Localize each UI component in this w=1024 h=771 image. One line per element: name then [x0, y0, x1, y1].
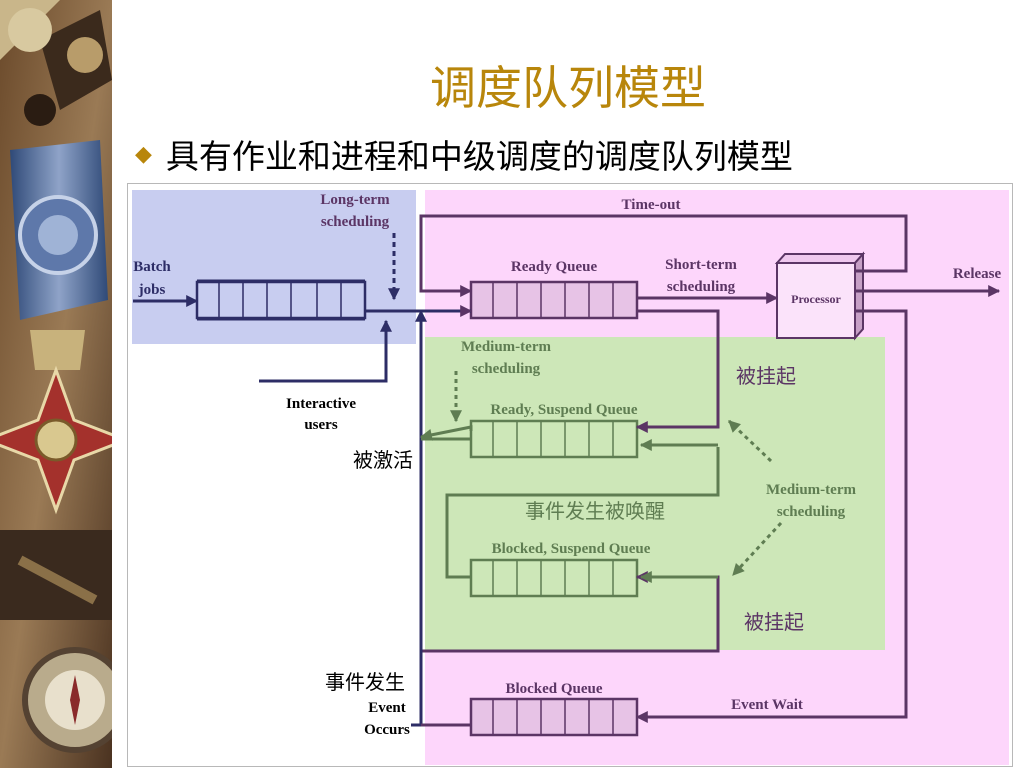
- processor-label: Processor: [791, 292, 841, 306]
- ready-to-ready-suspend-line: [635, 309, 720, 433]
- medium-term-arrow-3: [731, 521, 783, 577]
- ready-queue-label: Ready Queue: [511, 259, 598, 275]
- short-term-label-2: scheduling: [667, 279, 736, 295]
- blocked-queue-label: Blocked Queue: [505, 681, 602, 697]
- blocked-suspend-label: Blocked, Suspend Queue: [492, 541, 651, 557]
- event-label: Event: [368, 700, 406, 716]
- activated-label: 被激活: [353, 449, 413, 472]
- blocked-suspend-queue: [469, 558, 639, 598]
- interactive-label-2: users: [304, 417, 337, 433]
- medium-term-arrow-2: [727, 419, 773, 463]
- occurs-label: Occurs: [364, 722, 410, 738]
- event-occurs-cn-label: 事件发生: [325, 671, 405, 694]
- bullet-item: ◆ 具有作业和进程和中级调度的调度队列模型: [135, 130, 793, 178]
- activate-arrow: [419, 425, 473, 441]
- batch-label-2: jobs: [138, 282, 166, 298]
- ready-suspend-queue: [469, 419, 639, 459]
- medium-term-label-2: Medium-term: [766, 482, 856, 498]
- event-wait-line: [635, 309, 908, 723]
- diamond-bullet-icon: ◆: [135, 142, 152, 167]
- ready-suspend-label: Ready, Suspend Queue: [490, 402, 637, 418]
- release-label: Release: [953, 266, 1002, 282]
- decorative-sidebar-image: [0, 0, 112, 768]
- suspended-label-2: 被挂起: [744, 611, 804, 634]
- interactive-label: Interactive: [286, 396, 356, 412]
- blocked-queue: [469, 697, 639, 737]
- scheduling-queue-diagram: Long-term scheduling Time-out Ready Queu…: [127, 183, 1013, 767]
- event-wakeup-line: [445, 447, 720, 579]
- timeout-loop-line: [419, 214, 908, 297]
- time-out-label: Time-out: [622, 197, 681, 213]
- batch-label: Batch: [133, 259, 171, 275]
- processor-box: [774, 251, 866, 341]
- long-term-label: Long-term: [320, 192, 390, 208]
- medium-term-label-1b: scheduling: [472, 361, 541, 377]
- short-term-label: Short-term: [665, 257, 737, 273]
- medium-term-label-1: Medium-term: [461, 339, 551, 355]
- suspended-label-1: 被挂起: [736, 365, 796, 388]
- event-wait-label: Event Wait: [731, 697, 803, 713]
- event-wakeup-label: 事件发生被唤醒: [525, 500, 665, 523]
- ready-queue: [469, 280, 639, 320]
- medium-term-label-2b: scheduling: [777, 504, 846, 520]
- batch-queue: [195, 279, 367, 321]
- long-term-label-2: scheduling: [321, 214, 390, 230]
- bullet-text: 具有作业和进程和中级调度的调度队列模型: [165, 137, 793, 176]
- slide-title: 调度队列模型: [430, 61, 706, 115]
- interactive-users-line: [259, 319, 392, 383]
- event-occurs-line: [411, 309, 427, 727]
